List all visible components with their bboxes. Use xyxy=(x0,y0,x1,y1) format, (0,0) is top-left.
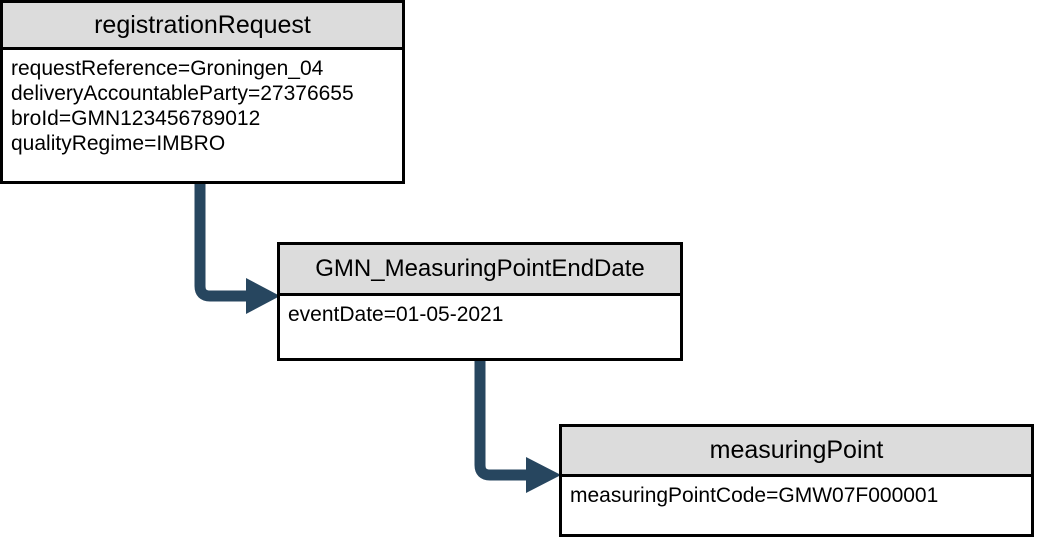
uml-box-title-registration-request: registrationRequest xyxy=(3,3,402,50)
uml-box-body-registration-request: requestReference=Groningen_04 deliveryAc… xyxy=(3,50,402,156)
uml-box-title-measuring-point-end-date: GMN_MeasuringPointEndDate xyxy=(280,245,680,296)
uml-box-body-measuring-point-end-date: eventDate=01-05-2021 xyxy=(280,296,680,327)
connector-end-date-to-measuring-point xyxy=(474,361,561,493)
attribute-row: eventDate=01-05-2021 xyxy=(288,303,504,326)
uml-box-measuring-point-end-date[interactable]: GMN_MeasuringPointEndDate eventDate=01-0… xyxy=(277,242,683,361)
uml-box-body-measuring-point: measuringPointCode=GMW07F000001 xyxy=(562,477,1031,508)
arrowhead-icon xyxy=(246,278,280,314)
attribute-row: requestReference=Groningen_04 xyxy=(11,57,324,80)
attribute-row: qualityRegime=IMBRO xyxy=(11,132,226,155)
attribute-row: broId=GMN123456789012 xyxy=(11,107,261,130)
uml-box-measuring-point[interactable]: measuringPoint measuringPointCode=GMW07F… xyxy=(559,424,1034,537)
arrowhead-icon xyxy=(526,457,561,493)
attribute-row: measuringPointCode=GMW07F000001 xyxy=(570,484,939,507)
attribute-row: deliveryAccountableParty=27376655 xyxy=(11,82,354,105)
connector-registration-request-to-end-date xyxy=(194,182,280,314)
uml-box-registration-request[interactable]: registrationRequest requestReference=Gro… xyxy=(0,0,405,184)
uml-box-title-measuring-point: measuringPoint xyxy=(562,427,1031,477)
